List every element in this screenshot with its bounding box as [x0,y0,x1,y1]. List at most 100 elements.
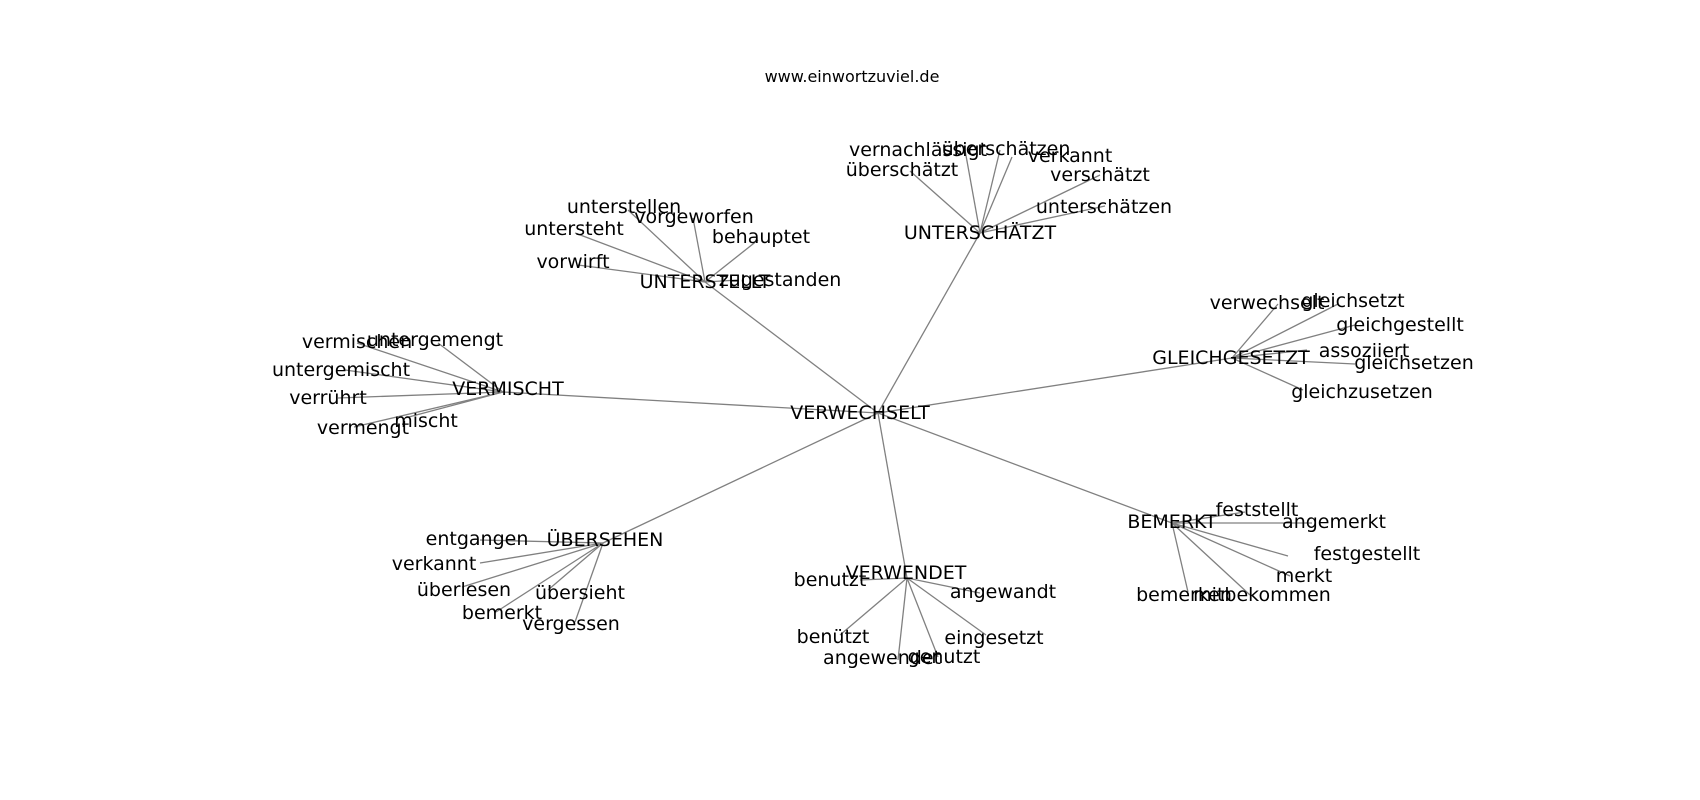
hub-label-bemerkt: BEMERKT [1127,511,1217,533]
edge-unterstellt-vorwirft [577,264,706,283]
edge-unterschatzt-unterschatzen [979,205,1106,234]
leaf-label-verruhrt: verrührt [289,387,367,409]
leaf-label-benutzt: benutzt [794,569,867,591]
leaf-label-gleichsetzt: gleichsetzt [1301,290,1404,312]
edge-verwendet-benutzt [859,577,908,581]
hub-label-vermischt: VERMISCHT [452,378,564,400]
edge-ubersehen-ubersieht [547,542,604,591]
leaf-label-benutzt: benützt [797,626,870,648]
edge-gleichgesetzt-gleichsetzen [1231,357,1356,365]
hub-label-ubersehen: ÜBERSEHEN [547,528,664,551]
hub-label-verwendet: VERWENDET [846,562,967,584]
edge-unterstellt-zugestanden [704,279,739,283]
leaf-label-vermischen: vermischen [302,331,412,353]
edge-root-vermischt [502,391,879,414]
leaf-label-genutzt: genutzt [908,646,981,668]
leaf-label-gleichzusetzen: gleichzusetzen [1291,381,1433,403]
leaf-label-behauptet: behauptet [712,226,810,248]
leaf-label-verkannt: verkannt [392,553,477,575]
edge-root-gleichgesetzt [877,357,1233,414]
edge-gleichgesetzt-gleichgestellt [1231,324,1356,359]
hub-label-unterstellt: UNTERSTELLT [640,271,771,293]
leaf-label-vorwirft: vorwirft [536,251,609,273]
leaf-label-festgestellt: festgestellt [1314,543,1421,565]
leaf-label-vorgeworfen: vorgeworfen [634,206,754,228]
leaf-label-assoziiert: assoziiert [1319,340,1410,362]
edges-layer [337,149,1356,661]
edge-verwendet-angewendet [897,577,908,661]
edge-gleichgesetzt-gleichzusetzen [1231,357,1304,391]
edge-vermischt-untergemengt [437,342,504,393]
leaf-label-bemerkt: bemerkt [462,602,542,624]
edge-ubersehen-bemerkt [495,542,604,613]
leaf-label-gleichgestellt: gleichgestellt [1336,314,1464,336]
leaf-label-angemerkt: angemerkt [1282,511,1386,533]
edge-gleichgesetzt-assoziiert [1231,349,1308,359]
edge-vermischt-vermischen [356,342,504,393]
leaf-label-gleichsetzen: gleichsetzen [1354,352,1474,374]
leaf-label-mischt: mischt [394,410,458,432]
edge-verwendet-angewandt [906,577,981,594]
edge-unterstellt-untersteht [574,232,706,283]
leaf-label-angewendet: angewendet [823,647,941,669]
leaf-label-merkt: merkt [1276,565,1332,587]
leaf-label-ubersieht: übersieht [535,582,625,604]
leaf-label-vernachlassigt: vernachlässigt [849,139,987,161]
leaf-label-unterschatzen: unterschätzen [1036,196,1172,218]
leaf-label-verwechselt: verwechselt [1210,292,1325,314]
edge-unterstellt-behauptet [704,239,759,283]
leaf-label-mitbekommen: mitbekommen [1193,584,1331,606]
leaf-label-vermengt: vermengt [317,417,409,439]
edge-vermischt-verruhrt [337,391,504,399]
leaf-label-untergemengt: untergemengt [367,329,503,351]
leaf-label-verschatzt: verschätzt [1050,164,1150,186]
leaf-label-angewandt: angewandt [950,581,1056,603]
leaf-label-zugestanden: zugestanden [719,269,842,291]
edge-vermischt-vermengt [353,391,504,428]
edge-ubersehen-vergessen [574,542,604,623]
edge-unterschatzt-verschatzt [979,174,1101,234]
leaf-label-untergemischt: untergemischt [272,359,410,381]
root-node-label: VERWECHSELT [790,402,930,424]
leaf-label-untersteht: untersteht [524,218,624,240]
edge-bemerkt-festgestellt [1171,522,1289,557]
edge-unterschatzt-vernachlassigt [964,149,981,234]
hub-label-unterschatzt: UNTERSCHÄTZT [904,221,1057,244]
edge-root-unterstellt [704,281,879,414]
edge-ubersehen-verkannt [479,542,604,564]
edge-unterschatzt-verkannt [979,156,1013,234]
leaf-label-vergessen: vergessen [522,613,620,635]
leaf-label-uberschatzt: überschätzt [846,159,959,181]
graph-title: www.einwortzuviel.de [765,67,940,86]
edge-unterschatzt-uberschatzt [909,170,981,234]
edge-bemerkt-merkt [1171,522,1291,577]
edge-root-verwendet [877,412,908,579]
edge-verwendet-eingesetzt [906,577,987,636]
edge-gleichgesetzt-verwechselt [1231,303,1279,359]
leaf-label-feststellt: feststellt [1216,499,1299,521]
edge-root-ubersehen [602,412,879,544]
edge-unterstellt-vorgeworfen [692,217,706,283]
leaf-label-bemerken: bemerken [1136,584,1232,606]
leaf-label-eingesetzt: eingesetzt [944,627,1043,649]
edge-bemerkt-mitbekommen [1171,522,1251,596]
leaf-label-uberlesen: überlesen [417,579,511,601]
edge-verwendet-genutzt [906,577,939,658]
edge-bemerkt-feststellt [1171,511,1246,524]
leaf-label-entgangen: entgangen [426,528,529,550]
edge-bemerkt-bemerken [1171,522,1189,593]
edge-ubersehen-entgangen [479,539,604,544]
leaf-label-verkannt: verkannt [1028,145,1113,167]
edge-ubersehen-uberlesen [461,542,604,588]
leaf-label-uberschatzen: überschätzen [942,138,1071,160]
labels-layer: VERWECHSELTUNTERSCHÄTZTvernachlässigtübe… [272,138,1474,669]
edge-verwendet-benutzt [839,577,908,636]
edge-root-unterschatzt [877,232,981,414]
edge-gleichgesetzt-gleichsetzt [1231,303,1339,359]
leaf-label-unterstellen: unterstellen [567,196,681,218]
hub-label-gleichgesetzt: GLEICHGESETZT [1152,347,1310,369]
edge-unterschatzt-uberschatzen [979,149,1001,234]
edge-vermischt-untergemischt [344,369,504,393]
edge-root-bemerkt [877,412,1173,524]
